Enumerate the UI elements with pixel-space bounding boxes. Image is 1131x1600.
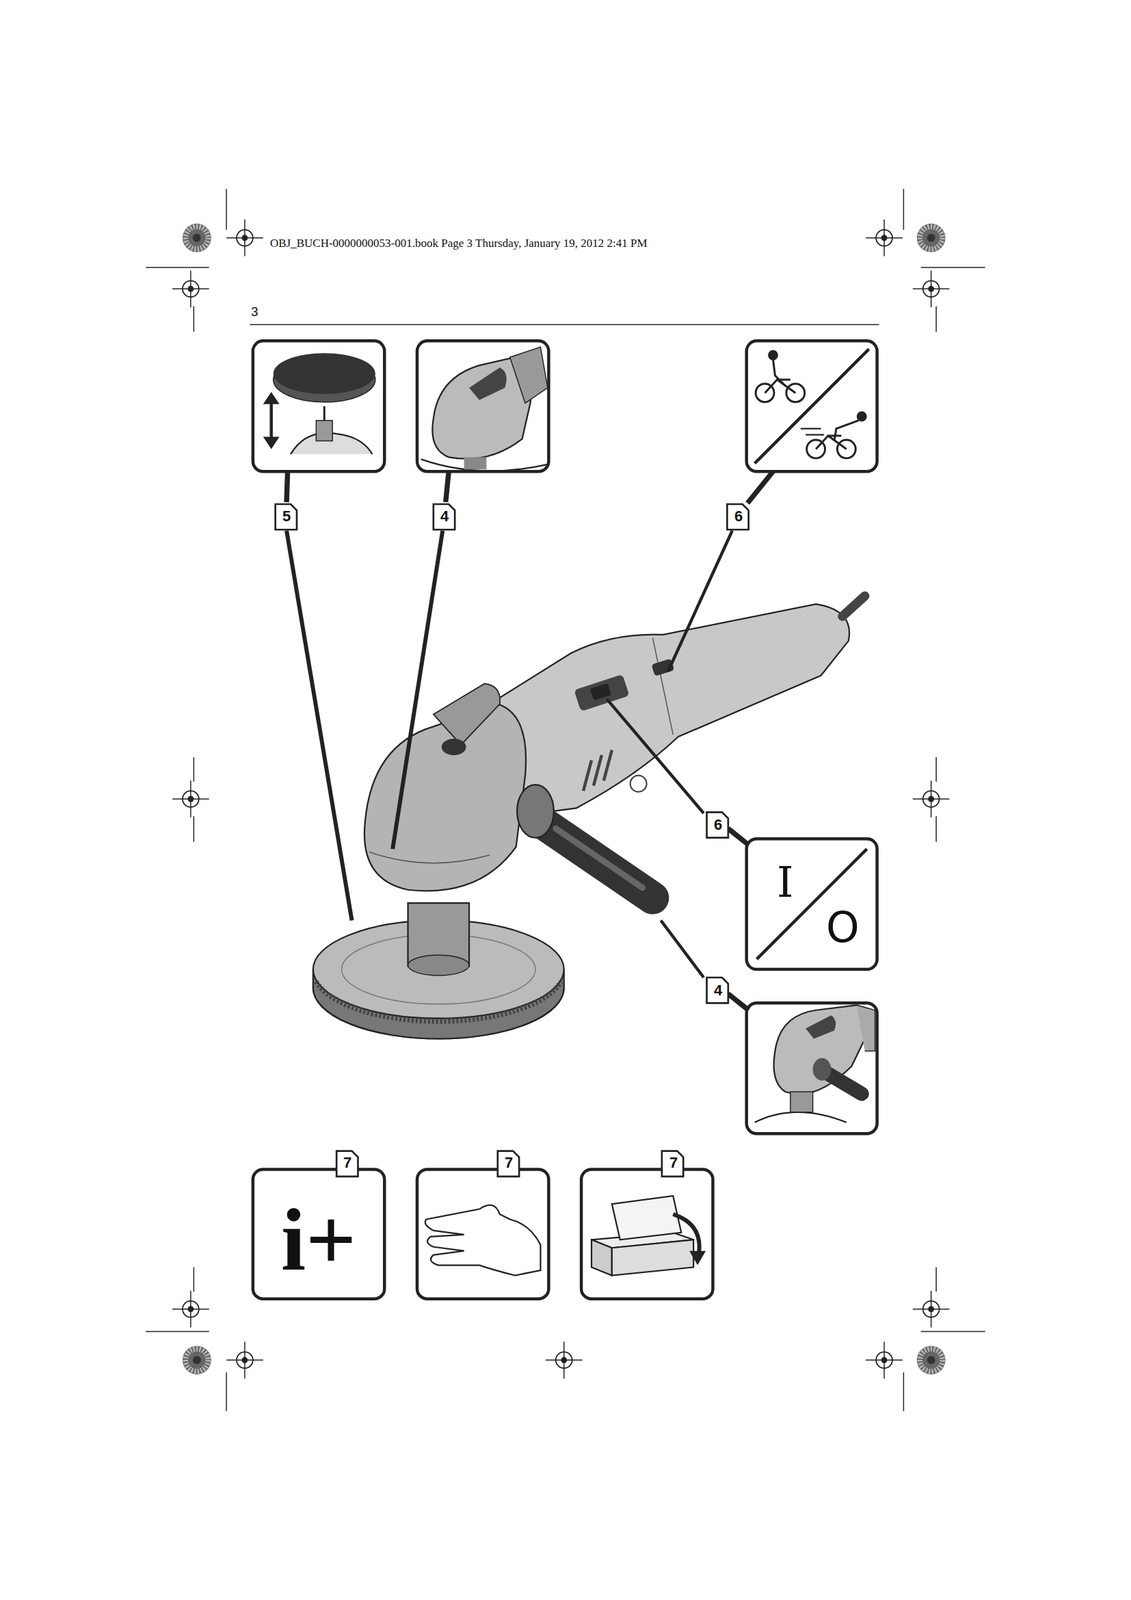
callout-number: 7 — [504, 1154, 513, 1170]
off-symbol: O — [826, 906, 860, 949]
header-text: OBJ_BUCH-0000000053-001.book Page 3 Thur… — [270, 237, 648, 249]
on-off-divider — [756, 848, 868, 959]
hand-icon — [425, 1204, 541, 1276]
callout-number: 4 — [440, 508, 449, 524]
callout-number: 7 — [343, 1154, 352, 1170]
callout-number: 5 — [282, 508, 291, 524]
pad-change-icon — [263, 352, 376, 455]
icon-boxes — [253, 340, 878, 1298]
storage-case-icon — [591, 1195, 706, 1275]
leader-lines — [286, 471, 773, 1010]
speed-icon — [754, 348, 870, 463]
callout-number: 6 — [713, 817, 723, 833]
callout-number: 4 — [713, 982, 723, 998]
page-number: 3 — [250, 304, 259, 318]
spindle-lock-icon — [421, 346, 548, 471]
header-rule — [249, 324, 879, 325]
registration-marks — [145, 188, 985, 1411]
callout-number: 6 — [734, 508, 743, 524]
info-symbol: i+ — [281, 1194, 357, 1284]
on-symbol: I — [776, 860, 794, 904]
callout-number: 7 — [669, 1154, 678, 1170]
side-handle-icon — [754, 1004, 876, 1123]
callout-boxes — [275, 503, 749, 1177]
